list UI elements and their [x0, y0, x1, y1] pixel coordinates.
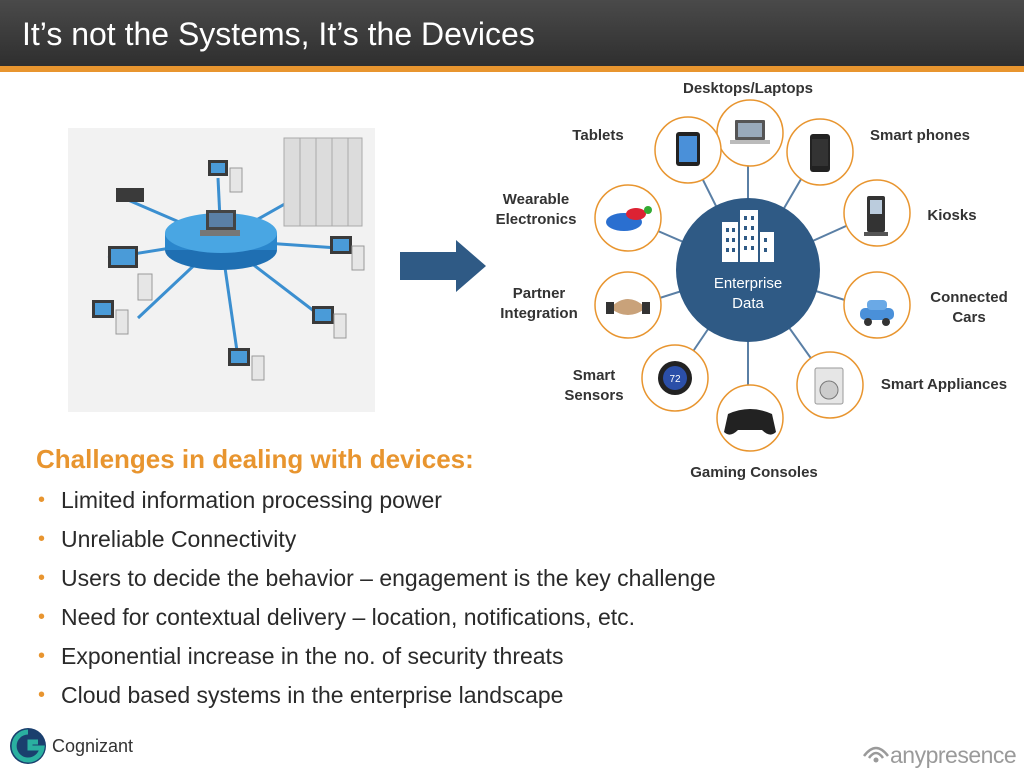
gaming-node: [716, 384, 784, 452]
label-sensors: Smart Sensors: [564, 367, 624, 404]
list-item: •Cloud based systems in the enterprise l…: [38, 677, 716, 716]
cars-node: [843, 271, 911, 339]
car-icon: [860, 300, 894, 326]
challenges-list: •Limited information processing power •U…: [38, 482, 716, 716]
anypresence-logo-text: anypresence: [890, 742, 1017, 768]
appliances-node: [796, 351, 864, 419]
challenges-heading: Challenges in dealing with devices:: [36, 444, 474, 474]
kiosks-node: [843, 179, 911, 247]
hub-label-line2: Data: [732, 295, 764, 312]
list-item: •Users to decide the behavior – engageme…: [38, 560, 716, 599]
cognizant-logo-text: Cognizant: [52, 736, 134, 756]
wearable-node: [594, 184, 662, 252]
list-item: •Limited information processing power: [38, 482, 716, 521]
hub-label-line1: Enterprise: [714, 275, 782, 292]
wearable-icon: [606, 206, 652, 231]
bullet-icon: •: [38, 606, 46, 628]
label-appliances: Smart Appliances: [880, 376, 1008, 393]
label-partner: Partner Integration: [500, 285, 578, 322]
desktops-node: [716, 99, 784, 167]
anypresence-logo-icon: [862, 740, 890, 769]
thermostat-icon: [658, 361, 692, 395]
title-bar: It’s not the Systems, It’s the Devices: [0, 0, 1024, 72]
cognizant-logo-icon: [8, 726, 48, 771]
thermostat-reading: 72: [669, 374, 681, 385]
label-tablets: Tablets: [572, 127, 624, 144]
bullet-icon: •: [38, 489, 46, 511]
partner-node: [594, 271, 662, 339]
bullet-icon: •: [38, 684, 46, 706]
tablets-node: [654, 116, 722, 184]
label-kiosks: Kiosks: [927, 207, 977, 224]
list-item: •Unreliable Connectivity: [38, 521, 716, 560]
sensors-node: [641, 344, 709, 412]
tablet-icon: [676, 132, 700, 166]
handshake-icon: [606, 299, 650, 315]
label-gaming: Gaming Consoles: [690, 464, 818, 481]
bullet-icon: •: [38, 645, 46, 667]
label-desktops: Desktops/Laptops: [682, 80, 814, 97]
slide-title: It’s not the Systems, It’s the Devices: [22, 16, 535, 52]
bullet-icon: •: [38, 528, 46, 550]
label-cars: Connected Cars: [930, 289, 1008, 326]
title-underline: [0, 66, 1024, 72]
washing-machine-icon: [814, 367, 844, 405]
list-item: •Need for contextual delivery – location…: [38, 599, 716, 638]
enterprise-data-hub: [676, 198, 820, 342]
label-wearable: Wearable Electronics: [495, 191, 577, 228]
label-smartphones: Smart phones: [869, 127, 971, 144]
right-arrow-icon: [400, 240, 488, 297]
network-illustration: [68, 128, 375, 412]
bullet-icon: •: [38, 567, 46, 589]
kiosk-icon: [864, 196, 888, 236]
smartphone-icon: [810, 134, 830, 172]
laptop-icon: [730, 120, 770, 144]
gamepad-icon: [724, 409, 776, 435]
smartphones-node: [786, 118, 854, 186]
building-icon: [722, 210, 774, 262]
list-item: •Exponential increase in the no. of secu…: [38, 638, 716, 677]
